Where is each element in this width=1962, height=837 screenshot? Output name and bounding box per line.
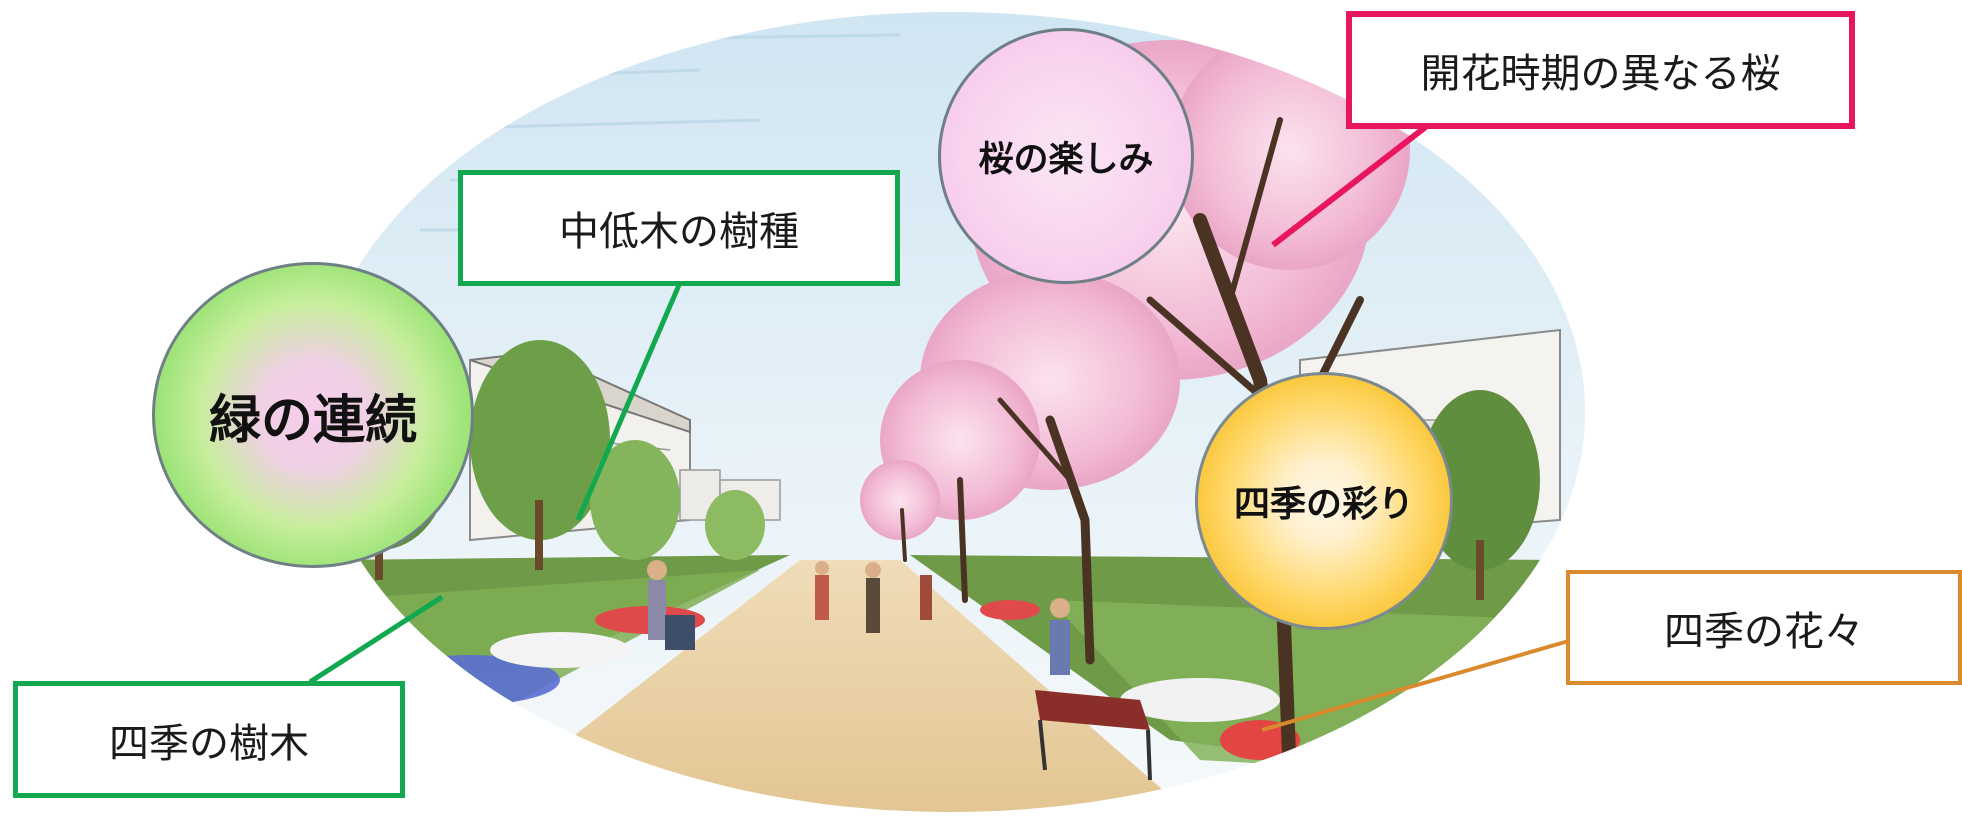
callout-text-top-right: 開花時期の異なる桜: [1420, 51, 1781, 97]
circle-yellow: 四季の彩り: [1195, 372, 1453, 630]
callout-box-bottom-left: 四季の樹木: [13, 681, 405, 798]
circle-yellow-text: 四季の彩り: [1233, 484, 1414, 525]
callout-text-bottom-left: 四季の樹木: [109, 720, 309, 767]
callout-box-middle: 中低木の樹種: [458, 170, 900, 286]
bench: [1035, 690, 1152, 781]
leader-line-bottom-left: [308, 594, 444, 685]
circle-green-text: 緑の連続: [208, 390, 417, 451]
circle-green: 緑の連続: [152, 262, 474, 568]
leader-line-middle: [575, 284, 682, 521]
leader-line-right: [1261, 638, 1573, 732]
callout-text-middle: 中低木の樹種: [559, 209, 799, 255]
callout-text-right: 四季の花々: [1664, 608, 1864, 655]
circle-pink: 桜の楽しみ: [938, 28, 1194, 284]
callout-box-right: 四季の花々: [1566, 570, 1962, 685]
leader-line-top-right: [1271, 119, 1434, 248]
callout-box-top-right: 開花時期の異なる桜: [1346, 11, 1855, 129]
pedestrians: [647, 560, 1070, 675]
circle-pink-text: 桜の楽しみ: [978, 139, 1154, 180]
